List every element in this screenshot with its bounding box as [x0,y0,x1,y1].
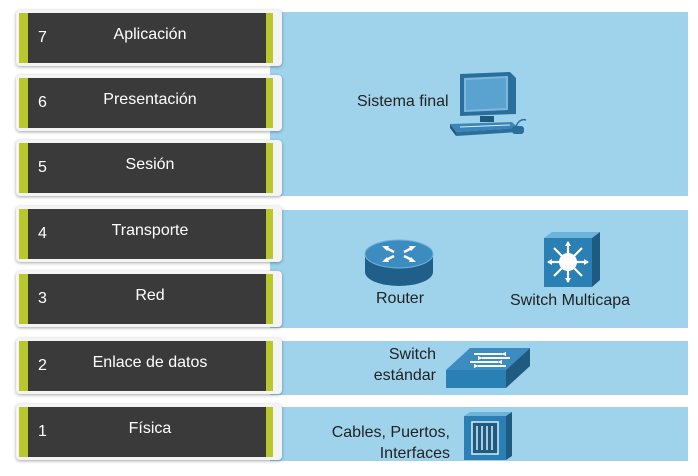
layer-number: 7 [38,29,47,46]
layer-7-application: 7 Aplicación [16,10,282,66]
computer-icon [450,72,527,136]
layer-box [19,407,273,457]
layer-box [19,143,273,193]
layer-1-physical: 1 Física [16,404,282,460]
layer-box [19,209,273,259]
switch-icon [446,348,530,388]
layer-number: 1 [38,423,47,440]
end-system-label: Sistema final [357,93,449,110]
layer-name: Presentación [103,91,197,108]
layer-box [19,78,273,128]
layer-box [19,274,273,324]
layer-number: 6 [38,94,47,111]
switch-label-line2: estándar [373,367,436,384]
physical-label-line1: Cables, Puertos, [331,424,450,441]
layer-5-session: 5 Sesión [16,140,282,196]
layer-name: Transporte [111,222,189,239]
layer-number: 4 [38,225,47,242]
port-interface-icon [464,412,512,460]
layer-box [19,13,273,63]
layer-name: Red [135,287,165,304]
router-icon [364,239,434,286]
multilayer-switch-icon [544,232,600,287]
physical-label-line2: Interfaces [379,445,450,462]
layer-number: 5 [38,159,47,176]
switch-label-line1: Switch [388,346,436,363]
layer-number: 2 [38,357,47,374]
layer-2-data-link: 2 Enlace de datos [16,338,282,394]
layer-name: Aplicación [113,26,187,43]
multilayer-switch-label: Switch Multicapa [510,292,631,309]
layer-box [19,341,273,391]
layer-4-transport: 4 Transporte [16,206,282,262]
layer-name: Sesión [125,156,175,173]
layer-3-network: 3 Red [16,271,282,327]
band-transport-network [270,210,688,328]
layer-name: Enlace de datos [92,354,208,371]
layer-6-presentation: 6 Presentación [16,75,282,131]
layer-number: 3 [38,290,47,307]
layer-name: Física [128,420,172,437]
router-label: Router [376,290,425,307]
